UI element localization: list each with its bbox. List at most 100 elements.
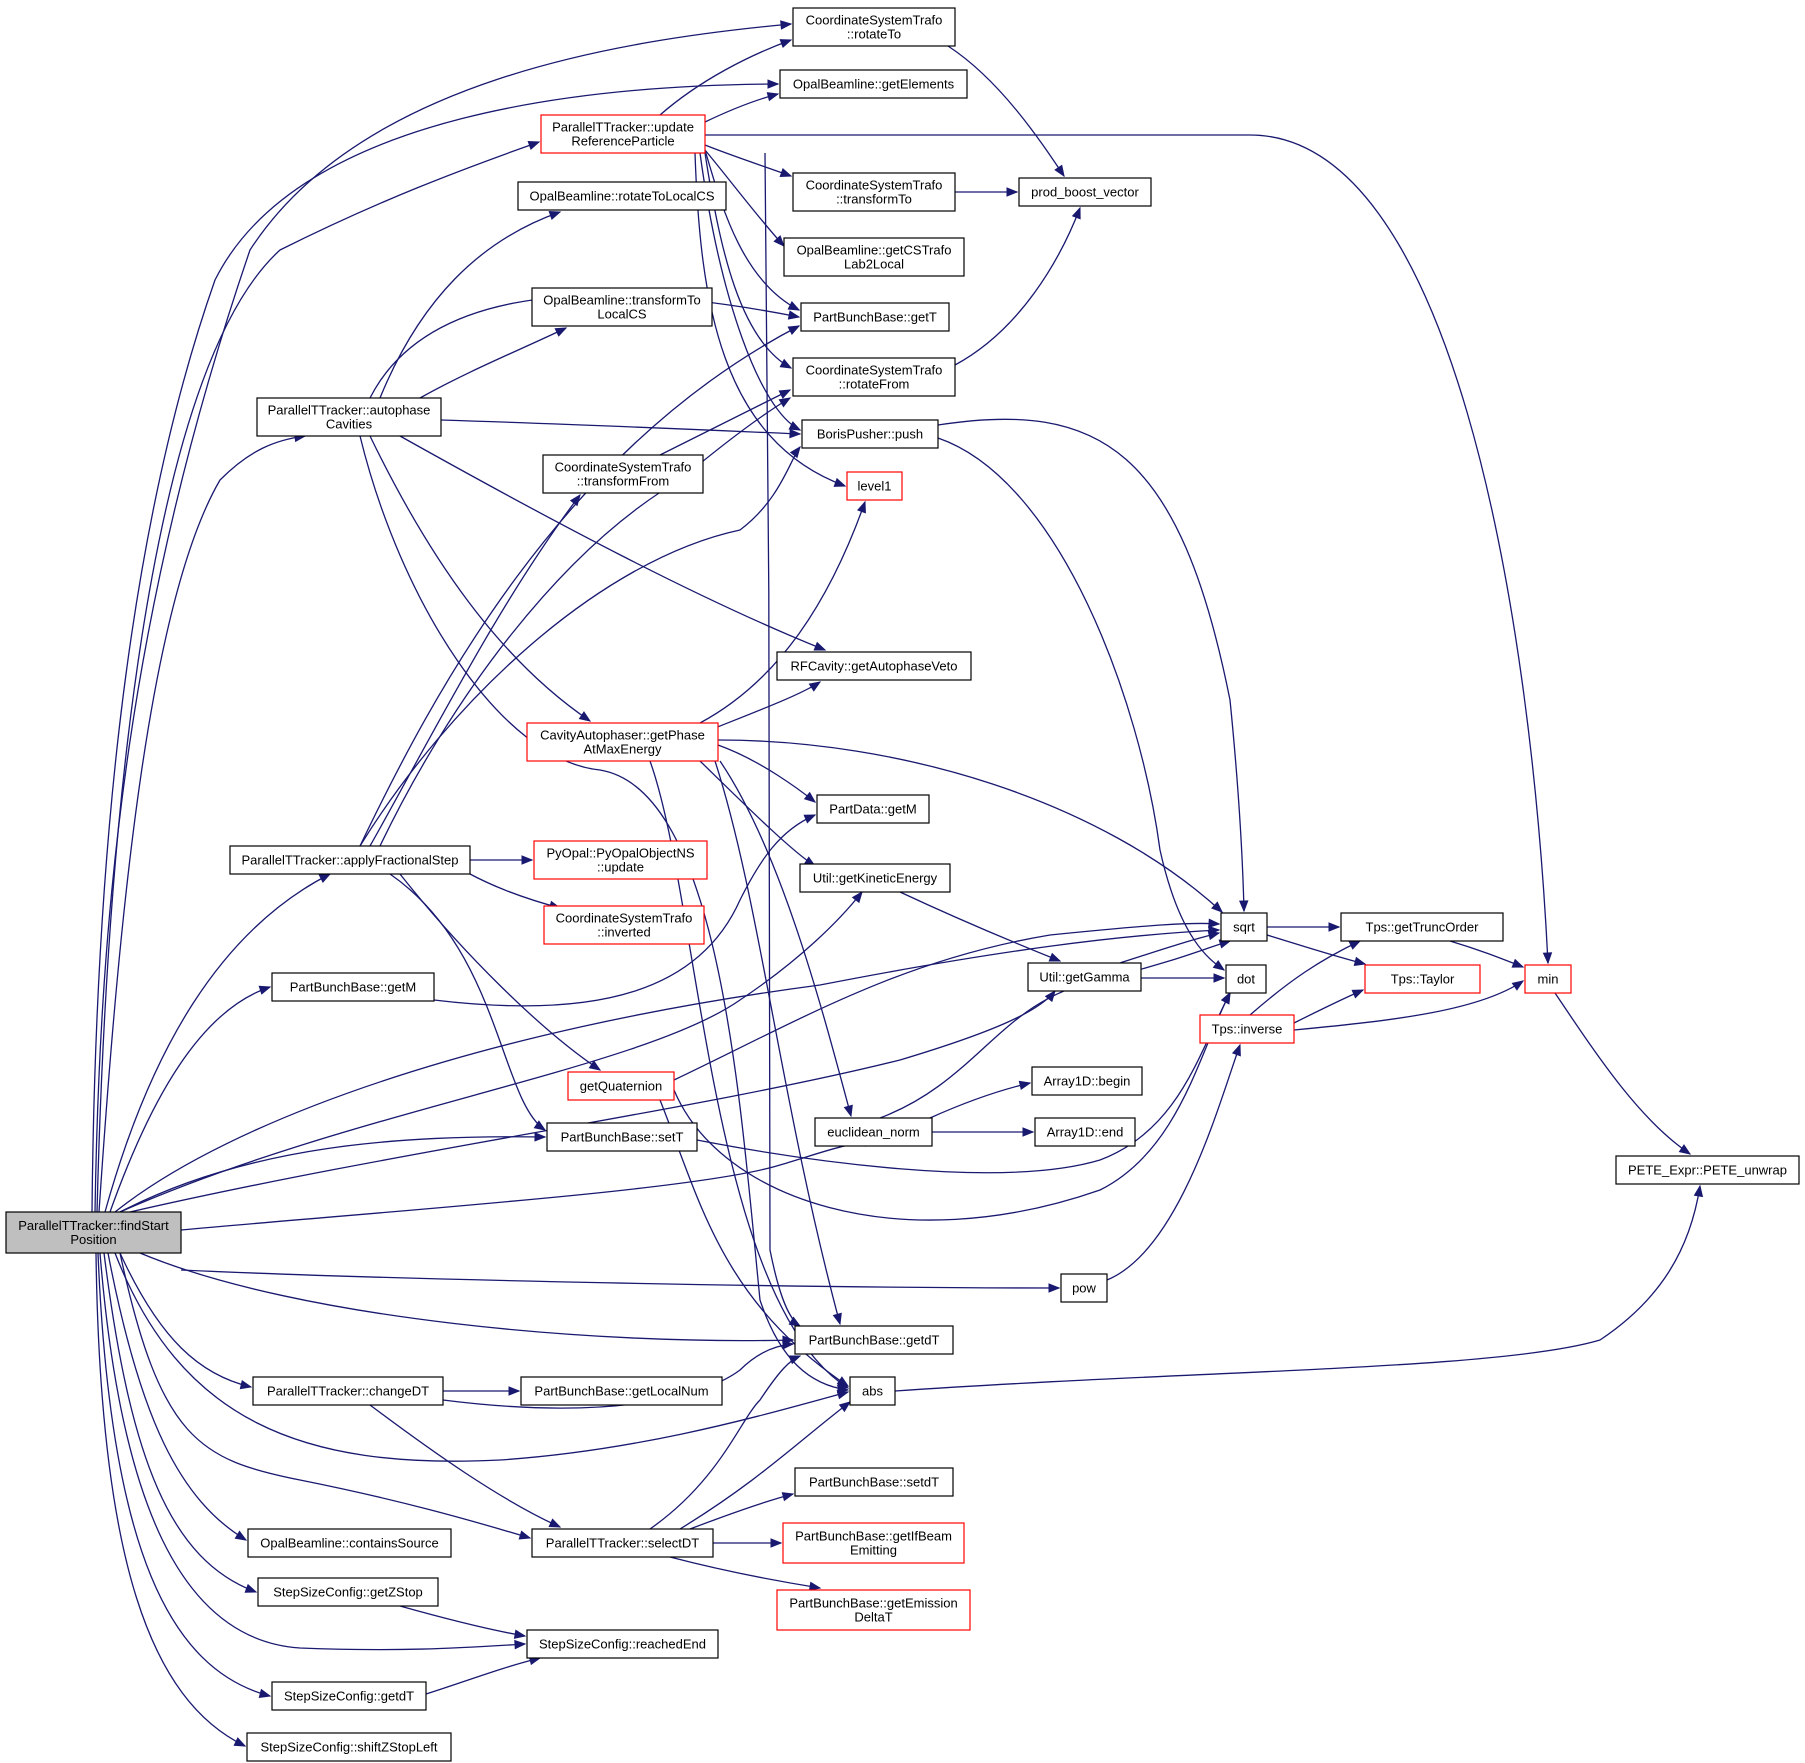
node-box xyxy=(271,972,435,1002)
node-getLocalNum[interactable]: PartBunchBase::getLocalNum xyxy=(520,1376,723,1406)
edge-findStart-to-abs xyxy=(114,1252,850,1462)
arrowhead xyxy=(779,358,793,369)
edge-line xyxy=(1106,1044,1241,1281)
node-box xyxy=(5,1211,182,1254)
arrowhead xyxy=(778,397,792,408)
node-box xyxy=(546,1122,698,1152)
node-box xyxy=(799,863,951,893)
node-rotateTo[interactable]: CoordinateSystemTrafo::rotateTo xyxy=(792,7,956,47)
node-transformTo[interactable]: CoordinateSystemTrafo::transformTo xyxy=(792,172,956,212)
node-inverted[interactable]: CoordinateSystemTrafo::inverted xyxy=(543,905,705,945)
node-prodBoost[interactable]: prod_boost_vector xyxy=(1018,177,1152,207)
node-getGamma[interactable]: Util::getGamma xyxy=(1027,962,1142,992)
arrowhead xyxy=(836,1376,850,1387)
node-containsSource[interactable]: OpalBeamline::containsSource xyxy=(247,1528,452,1558)
node-transformFrom[interactable]: CoordinateSystemTrafo::transformFrom xyxy=(542,454,704,494)
node-label: PartBunchBase::getT xyxy=(813,310,937,325)
edge-line xyxy=(379,211,561,399)
node-box xyxy=(783,237,965,277)
edge-line xyxy=(696,992,1231,1174)
arrowhead xyxy=(788,1355,802,1365)
arrowhead xyxy=(1511,980,1525,991)
edge-findStart-to-reachedEnd xyxy=(99,1252,527,1651)
arrowhead xyxy=(1054,164,1065,178)
edge-getQuaternion-to-sqrt xyxy=(673,918,1221,1081)
node-borisPush[interactable]: BorisPusher::push xyxy=(801,419,939,449)
edge-inverse-to-min xyxy=(1293,980,1525,1031)
edge-transformFrom-to-rotateFrom xyxy=(659,389,792,456)
edge-updateRef-to-rotateTo xyxy=(659,39,793,116)
edge-findStart-to-containsSource xyxy=(107,1252,248,1541)
edge-line xyxy=(659,389,791,456)
node-partDataGetM[interactable]: PartData::getM xyxy=(816,794,930,824)
edge-line xyxy=(704,144,792,177)
node-box xyxy=(779,69,968,99)
node-euclidean[interactable]: euclidean_norm xyxy=(814,1117,933,1147)
node-getKinetic[interactable]: Util::getKineticEnergy xyxy=(799,863,951,893)
edge-line xyxy=(894,1185,1701,1392)
edge-line xyxy=(139,1252,794,1342)
arrowhead xyxy=(781,1492,795,1502)
node-updateRef[interactable]: ParallelTTracker::updateReferenceParticl… xyxy=(540,114,706,154)
edge-line xyxy=(95,1252,246,1747)
node-box xyxy=(543,905,705,945)
node-inverse[interactable]: Tps::inverse xyxy=(1199,1014,1295,1044)
node-sscGetdT[interactable]: StepSizeConfig::getdT xyxy=(271,1681,427,1711)
node-getZStop[interactable]: StepSizeConfig::getZStop xyxy=(257,1577,439,1607)
node-rotateToLocalCS[interactable]: OpalBeamline::rotateToLocalCS xyxy=(517,181,727,211)
node-getdT[interactable]: PartBunchBase::getdT xyxy=(794,1325,954,1355)
node-label: min xyxy=(1538,972,1559,987)
node-taylor[interactable]: Tps::Taylor xyxy=(1364,964,1481,994)
edge-line xyxy=(109,986,271,1213)
node-label: abs xyxy=(862,1384,883,1399)
node-setT[interactable]: PartBunchBase::setT xyxy=(546,1122,698,1152)
edge-getPhaseAtMax-to-partDataGetM xyxy=(717,744,817,803)
node-dot[interactable]: dot xyxy=(1225,964,1267,994)
node-box xyxy=(271,1681,427,1711)
node-rotateFrom[interactable]: CoordinateSystemTrafo::rotateFrom xyxy=(792,357,956,397)
node-shiftZStop[interactable]: StepSizeConfig::shiftZStopLeft xyxy=(246,1732,452,1762)
node-setdT[interactable]: PartBunchBase::setdT xyxy=(794,1467,954,1497)
arrowhead xyxy=(789,428,802,439)
node-min[interactable]: min xyxy=(1524,964,1572,994)
arrowhead xyxy=(803,791,817,803)
node-arrEnd[interactable]: Array1D::end xyxy=(1034,1117,1136,1147)
node-arrBegin[interactable]: Array1D::begin xyxy=(1031,1066,1143,1096)
arrowhead xyxy=(578,711,592,722)
node-changeDT[interactable]: ParallelTTracker::changeDT xyxy=(252,1376,444,1406)
node-abs[interactable]: abs xyxy=(849,1376,896,1406)
node-peteUnwrap[interactable]: PETE_Expr::PETE_unwrap xyxy=(1615,1155,1800,1185)
node-getTruncOrder[interactable]: Tps::getTruncOrder xyxy=(1340,912,1504,942)
arrowhead xyxy=(1348,940,1362,950)
arrowhead xyxy=(766,92,780,102)
node-selectDT[interactable]: ParallelTTracker::selectDT xyxy=(531,1528,714,1558)
node-getAutophaseVeto[interactable]: RFCavity::getAutophaseVeto xyxy=(776,651,972,681)
node-reachedEnd[interactable]: StepSizeConfig::reachedEnd xyxy=(526,1629,719,1659)
arrowhead xyxy=(833,477,847,487)
node-box xyxy=(246,1732,452,1762)
arrowhead xyxy=(770,1538,783,1548)
node-getElements[interactable]: OpalBeamline::getElements xyxy=(779,69,968,99)
edge-line xyxy=(954,207,1081,366)
node-sqrt[interactable]: sqrt xyxy=(1220,912,1268,942)
node-pyOpalUpdate[interactable]: PyOpal::PyOpalObjectNS::update xyxy=(533,840,708,880)
node-box xyxy=(800,302,950,332)
node-level1[interactable]: level1 xyxy=(846,471,903,501)
node-pbbGetM[interactable]: PartBunchBase::getM xyxy=(271,972,435,1002)
node-box xyxy=(814,1117,933,1147)
node-pow[interactable]: pow xyxy=(1060,1273,1108,1303)
edge-line xyxy=(399,435,826,651)
edge-line xyxy=(359,446,801,847)
arrowhead xyxy=(782,1340,795,1350)
node-getT[interactable]: PartBunchBase::getT xyxy=(800,302,950,332)
node-applyFrac[interactable]: ParallelTTracker::applyFractionalStep xyxy=(229,845,471,875)
node-getQuaternion[interactable]: getQuaternion xyxy=(567,1071,675,1101)
node-label: Lab2Local xyxy=(844,257,904,272)
